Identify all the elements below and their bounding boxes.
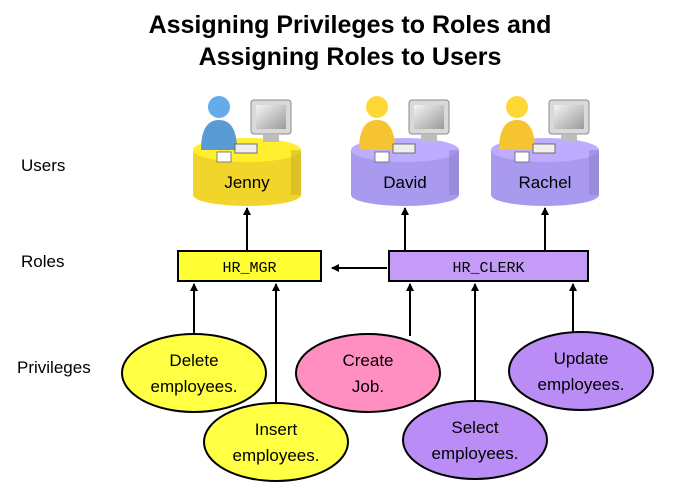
user-jenny-monitor-screen (256, 105, 286, 129)
user-david-monitor-stand (421, 134, 437, 142)
user-jenny-monitor-stand (263, 134, 279, 142)
privilege-delete-ellipse (121, 333, 267, 413)
role-box-hr-clerk: HR_CLERK (388, 250, 589, 282)
user-david-person-head (366, 96, 388, 118)
privilege-insert-employees: Insert employees. (203, 402, 349, 482)
privilege-select-line-1: Select (451, 418, 499, 437)
privilege-create-line-2: Job. (352, 377, 384, 396)
user-rachel-monitor-stand (561, 134, 577, 142)
connector-arrows (190, 207, 577, 403)
roles-row-label: Roles (21, 252, 65, 271)
privilege-create-ellipse (295, 333, 441, 413)
user-rachel-person-head (506, 96, 528, 118)
user-rachel-desk-shade (589, 150, 599, 195)
user-david: David (351, 96, 459, 206)
users-row-label: Users (21, 156, 66, 175)
privilege-delete-line-2: employees. (151, 377, 238, 396)
privilege-insert-ellipse (203, 402, 349, 482)
privilege-update-line-1: Update (554, 349, 609, 368)
user-rachel-keyboard (532, 143, 556, 154)
user-rachel-desk-bottom (491, 184, 599, 206)
privilege-select-line-2: employees. (432, 444, 519, 463)
privilege-insert-line-2: employees. (233, 446, 320, 465)
user-david-person-body (359, 120, 395, 150)
privilege-delete-line-1: Delete (169, 351, 218, 370)
user-rachel: Rachel (491, 96, 599, 206)
user-david-desk-shade (449, 150, 459, 195)
user-rachel-paper (514, 151, 530, 163)
diagram-title-line-1: Assigning Privileges to Roles and (148, 11, 552, 39)
user-jenny-paper (216, 151, 232, 163)
role-hr-clerk-label: HR_CLERK (452, 260, 524, 277)
user-jenny-person-body (201, 120, 237, 150)
privilege-create-job: Create Job. (295, 333, 441, 413)
privilege-update-line-2: employees. (538, 375, 625, 394)
user-jenny-name: Jenny (224, 173, 270, 192)
user-david-name: David (383, 173, 426, 192)
user-rachel-person-body (499, 120, 535, 150)
user-david-paper (374, 151, 390, 163)
privilege-select-ellipse (402, 400, 548, 480)
user-rachel-name: Rachel (519, 173, 572, 192)
user-jenny-keyboard (234, 143, 258, 154)
user-jenny-desk-shade (291, 150, 301, 195)
user-jenny: Jenny (193, 96, 301, 206)
user-david-keyboard (392, 143, 416, 154)
privilege-update-employees: Update employees. (508, 331, 654, 411)
privilege-create-line-1: Create (342, 351, 393, 370)
role-hr-clerk-box (388, 250, 589, 282)
role-hr-mgr-label: HR_MGR (222, 260, 276, 277)
privilege-select-employees: Select employees. (402, 400, 548, 480)
user-david-monitor-screen (414, 105, 444, 129)
user-jenny-person-head (208, 96, 230, 118)
user-rachel-monitor-screen (554, 105, 584, 129)
privilege-delete-employees: Delete employees. (121, 333, 267, 413)
privileges-row-label: Privileges (17, 358, 91, 377)
users-group: Jenny David Rachel (193, 96, 599, 206)
user-jenny-desk-bottom (193, 184, 301, 206)
diagram-title-line-2: Assigning Roles to Users (198, 43, 502, 71)
privilege-update-ellipse (508, 331, 654, 411)
privilege-insert-line-1: Insert (255, 420, 298, 439)
role-hr-mgr-box (177, 250, 322, 282)
role-box-hr-mgr: HR_MGR (177, 250, 322, 282)
user-david-desk-bottom (351, 184, 459, 206)
